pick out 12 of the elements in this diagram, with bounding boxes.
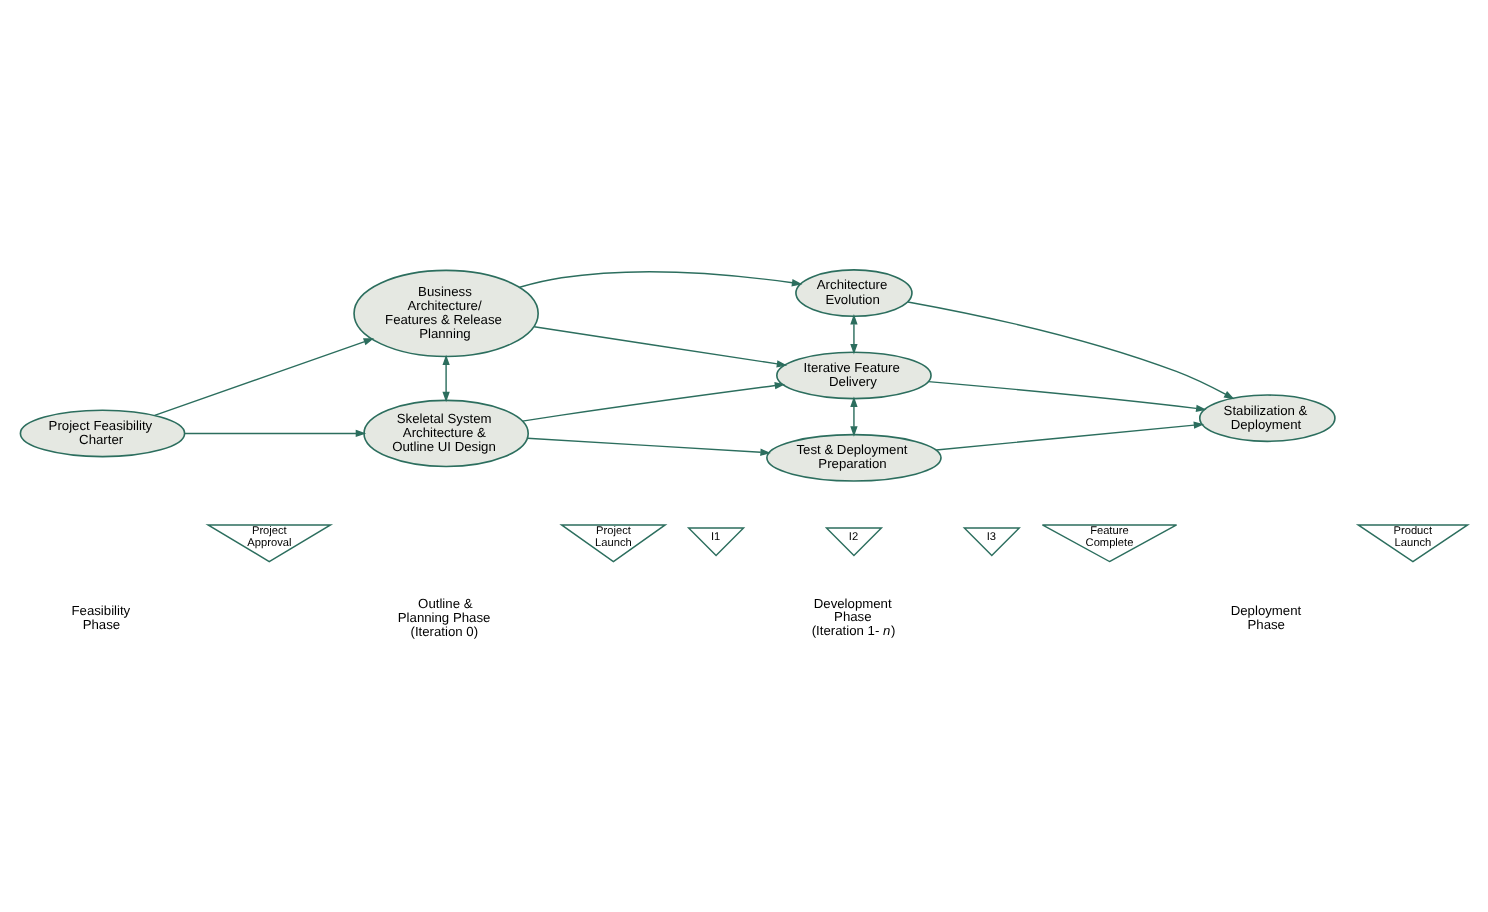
arrow: [442, 353, 450, 402]
arrow: [850, 395, 858, 436]
arrow: [521, 380, 786, 421]
arrow: [907, 300, 1235, 399]
arrow: [927, 379, 1207, 411]
arrow: [935, 420, 1205, 450]
arrow: [850, 313, 858, 354]
arrow: [184, 428, 367, 437]
arrow: [518, 270, 803, 287]
arrow: [153, 337, 375, 416]
arrow: [526, 436, 771, 455]
arrow: [533, 325, 788, 367]
